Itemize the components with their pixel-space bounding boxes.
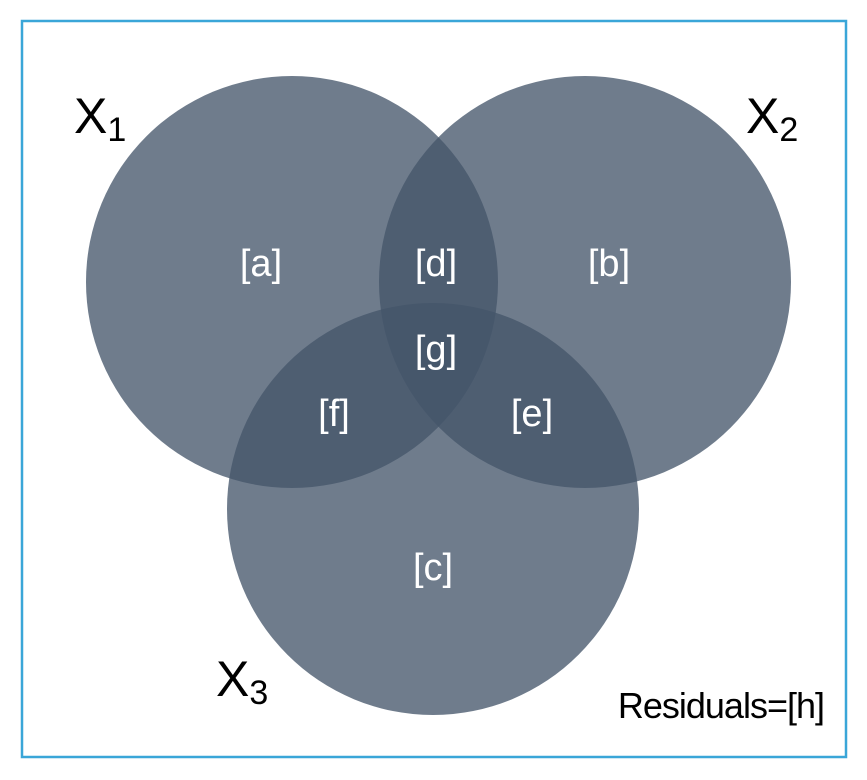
- region-f-label: [f]: [318, 393, 350, 435]
- set-label-x3: X3: [216, 651, 268, 712]
- residuals-label: Residuals=[h]: [618, 685, 824, 726]
- circle-x3: [227, 303, 639, 715]
- region-b-label: [b]: [588, 243, 630, 285]
- set-label-x1: X1: [74, 88, 126, 149]
- region-a-label: [a]: [240, 243, 282, 285]
- frame-border: [20, 19, 848, 759]
- set-label-x2: X2: [746, 88, 798, 149]
- region-c-label: [c]: [413, 547, 453, 589]
- region-d-label: [d]: [415, 243, 457, 285]
- region-e-label: [e]: [511, 393, 553, 435]
- region-g-label: [g]: [415, 329, 457, 371]
